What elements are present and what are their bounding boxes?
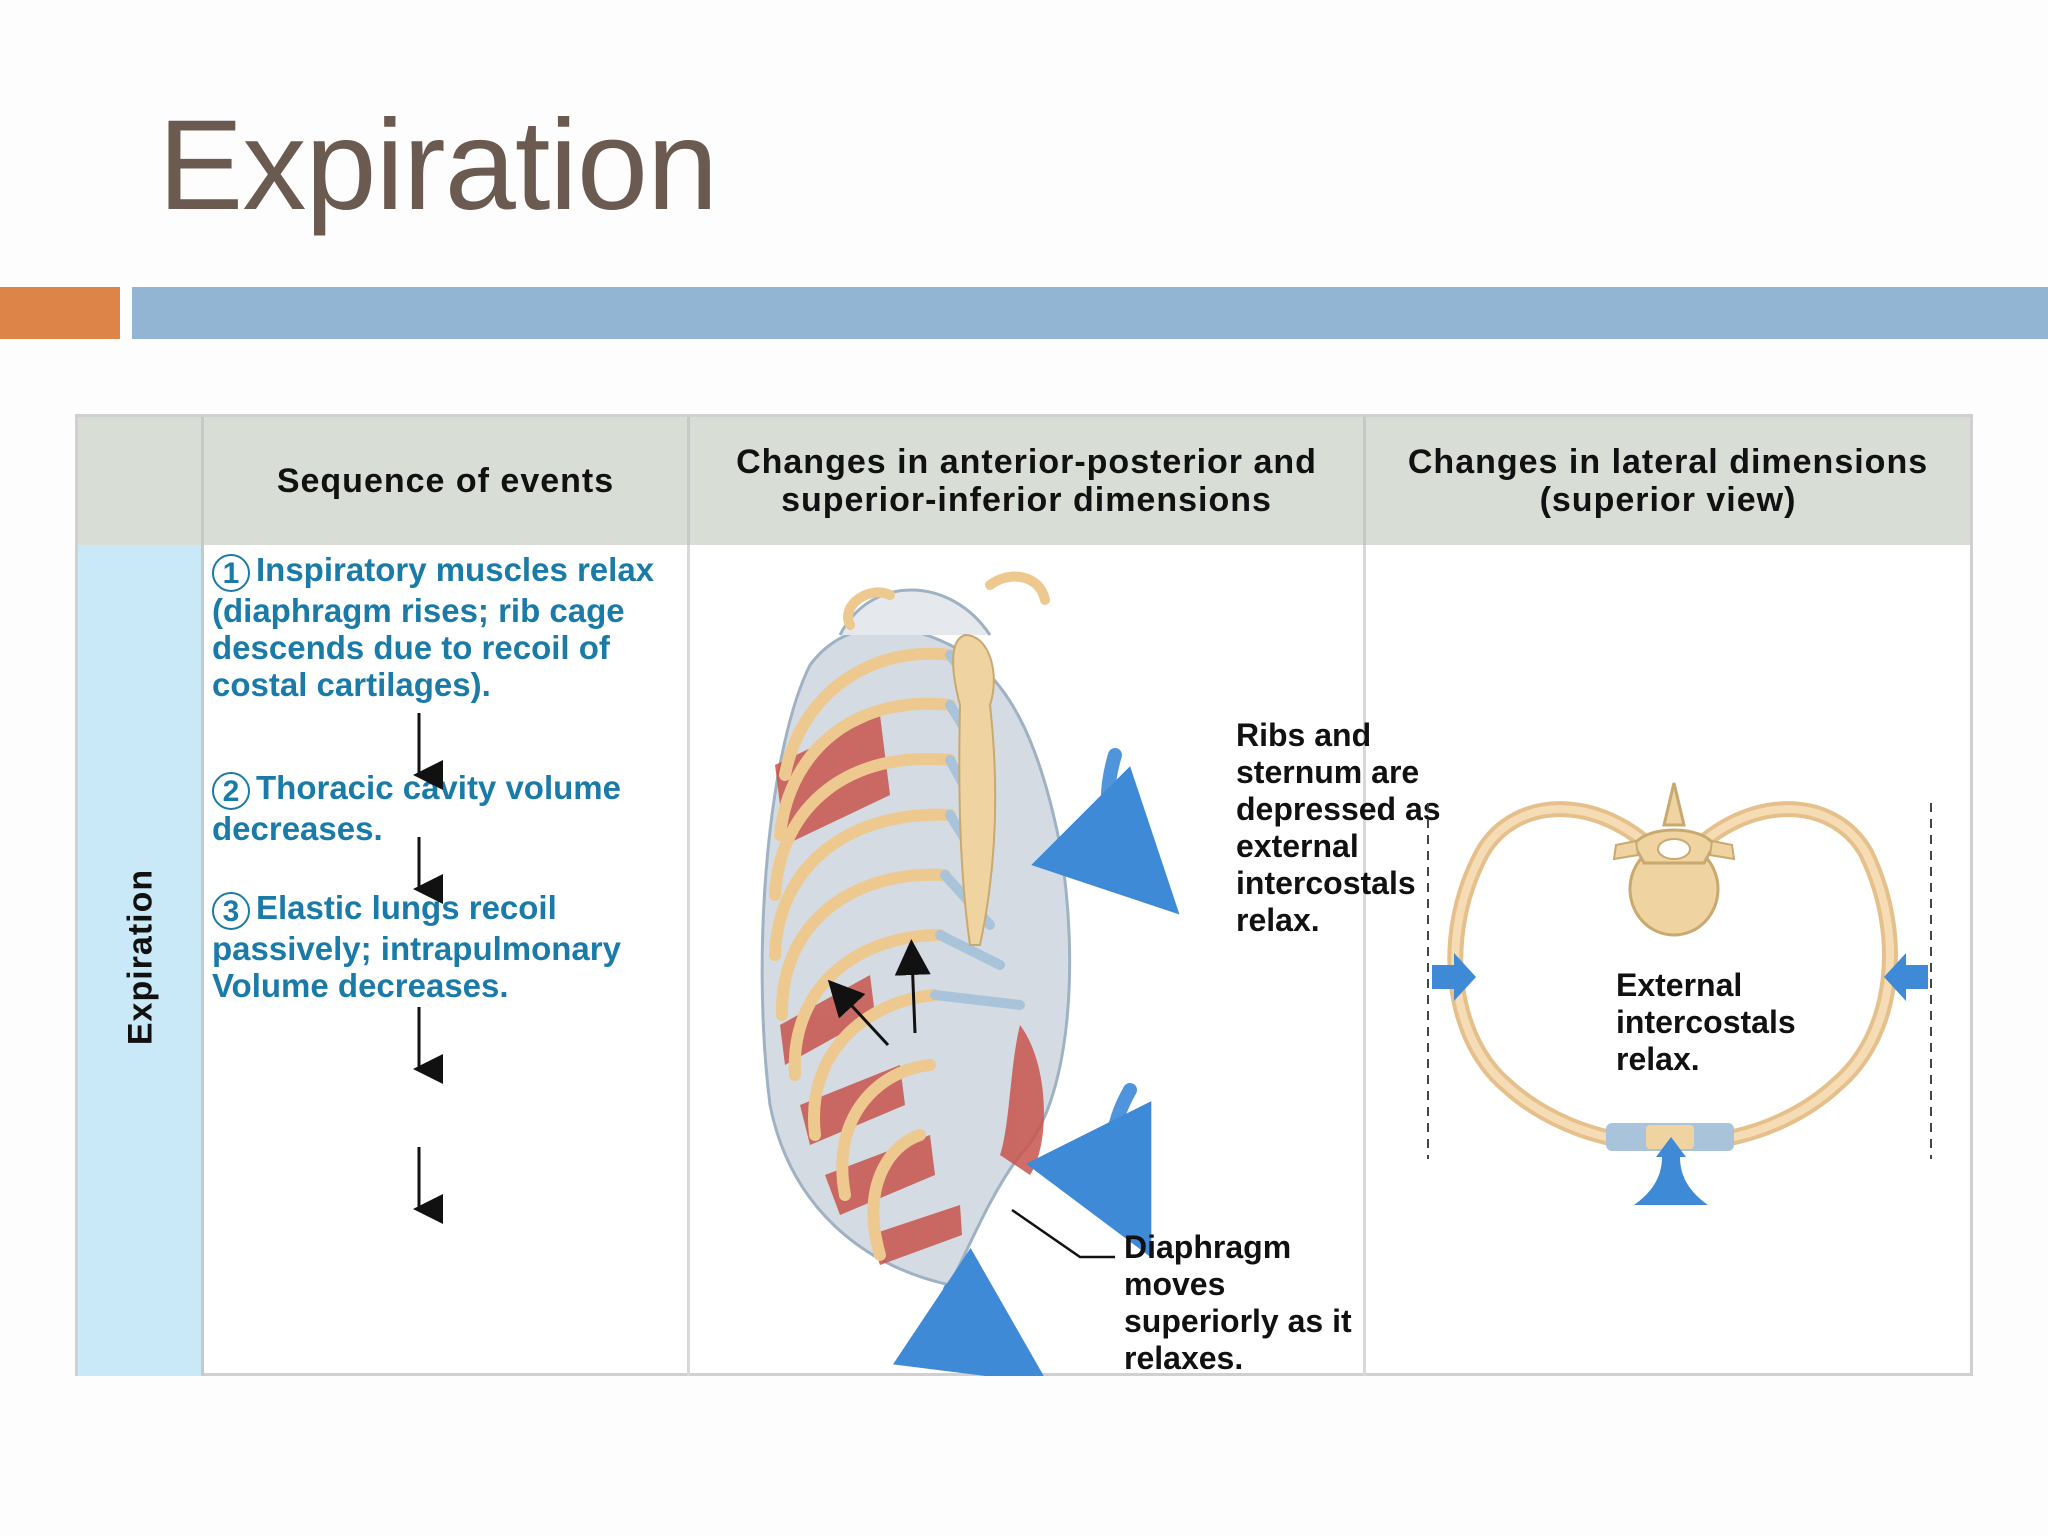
arrow-icon [894, 939, 931, 1034]
slide-title: Expiration [158, 94, 718, 237]
sequence-arrows [413, 713, 443, 1224]
superior-view-illustration [1427, 782, 1932, 1205]
step-text: Thoracic cavity volume decreases. [212, 769, 621, 847]
step-number: 1 [212, 554, 250, 592]
right-arrow-icon [1432, 953, 1476, 1001]
external-intercostals-callout: External intercostals relax. [1616, 967, 1796, 1077]
ribs-callout: Ribs and sternum are depressed as extern… [1236, 717, 1441, 938]
header-sequence: Sequence of events [204, 417, 690, 545]
up-arrow-icon [1634, 1137, 1708, 1205]
left-arrow-icon [1884, 953, 1928, 1001]
arrow-icon [827, 979, 890, 1047]
step-number: 3 [212, 892, 250, 930]
down-arrow-icon [892, 1247, 1049, 1376]
ap-si-column: Ribs and sternum are depressed as extern… [690, 545, 1441, 1376]
header-lateral: Changes in lateral dimensions (superior … [1366, 417, 1970, 545]
step-text: Inspiratory muscles relax (diaphragm ris… [212, 551, 655, 703]
step-number: 2 [212, 772, 250, 810]
header-corner [78, 417, 204, 545]
down-arrow-icon [1026, 1083, 1152, 1258]
accent-bar-blue [132, 287, 2048, 339]
arrow-icons [1432, 953, 1928, 1205]
expiration-table: Sequence of events Changes in anterior-p… [75, 414, 1973, 1376]
header-ap-si: Changes in anterior-posterior and superi… [690, 417, 1366, 545]
row-label: Expiration [121, 868, 160, 1046]
accent-bar-orange [0, 287, 120, 339]
diaphragm-callout: Diaphragm moves superiorly as it relaxes… [1124, 1229, 1352, 1376]
down-arrow-icon [1031, 748, 1180, 915]
row-label-band: Expiration [78, 545, 204, 1376]
step-text: Elastic lungs recoil passively; intrapul… [212, 889, 621, 1004]
lateral-column: External intercostals relax. [1366, 545, 1970, 1376]
rib-cage-illustration [760, 571, 1180, 1376]
